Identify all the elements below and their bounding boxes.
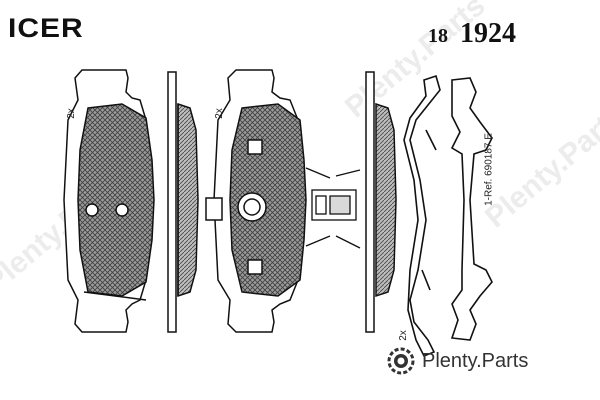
plenty-parts-text: Plenty.Parts bbox=[422, 349, 529, 372]
pad-side-profile-left bbox=[167, 71, 199, 333]
anti-rattle-spring bbox=[403, 74, 441, 358]
reference-number: 1-Ref. 690187 E bbox=[483, 133, 495, 206]
part-number-main: 1924 bbox=[460, 18, 516, 49]
qty-label-1: 2x bbox=[65, 108, 77, 119]
brand-logo: ICER bbox=[8, 13, 84, 44]
part-number-prefix: 18 bbox=[428, 25, 448, 47]
wear-sensor-clip bbox=[305, 167, 361, 249]
qty-label-3: 2x bbox=[397, 330, 409, 341]
friction-material-left bbox=[77, 103, 155, 297]
pad-side-profile-right bbox=[365, 71, 397, 333]
brake-pad-left bbox=[63, 69, 155, 333]
plenty-parts-badge: Plenty.Parts bbox=[386, 346, 528, 376]
gear-camera-icon bbox=[387, 347, 415, 375]
part-number: 18 1924 bbox=[428, 18, 516, 50]
qty-label-2: 2x bbox=[213, 108, 225, 119]
brake-pad-middle bbox=[205, 69, 307, 333]
retaining-clip bbox=[450, 77, 493, 341]
